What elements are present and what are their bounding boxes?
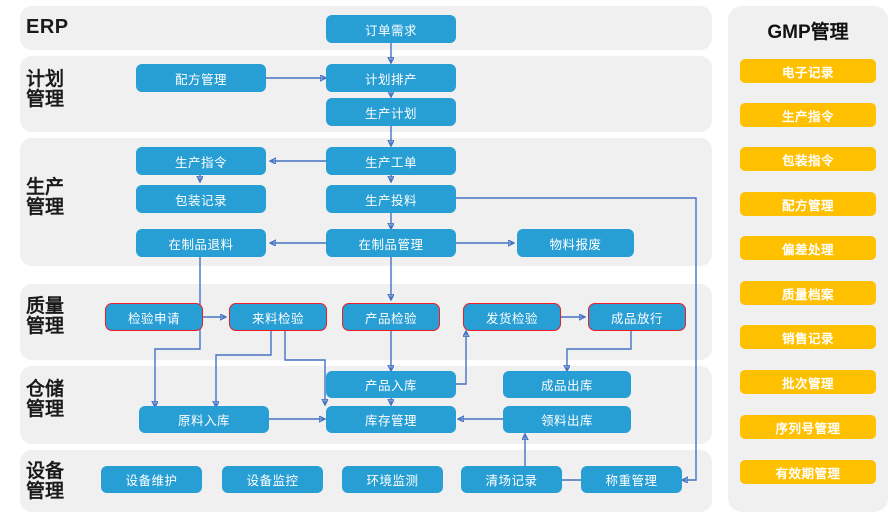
section-label-warehouse: 仓储 管理 [26, 379, 65, 420]
node-env-monitor[interactable]: 环境监测 [342, 466, 443, 493]
section-label-equipment: 设备 管理 [26, 461, 65, 502]
node-packaging-record[interactable]: 包装记录 [136, 185, 266, 213]
node-finished-outbound[interactable]: 成品出库 [503, 371, 631, 398]
node-inventory-mgmt[interactable]: 库存管理 [326, 406, 456, 433]
section-label-quality: 质量 管理 [26, 296, 65, 337]
section-label-production: 生产 管理 [26, 177, 65, 218]
node-shipping-inspect[interactable]: 发货检验 [463, 303, 561, 331]
gmp-item-batch-mgmt[interactable]: 批次管理 [740, 370, 876, 394]
gmp-item-sales-record[interactable]: 销售记录 [740, 325, 876, 349]
node-material-inbound[interactable]: 原料入库 [139, 406, 269, 433]
node-clearance-record[interactable]: 清场记录 [461, 466, 562, 493]
node-incoming-inspect[interactable]: 来料检验 [229, 303, 327, 331]
gmp-item-production-order[interactable]: 生产指令 [740, 103, 876, 127]
node-plan-scheduling[interactable]: 计划排产 [326, 64, 456, 92]
node-inspect-request[interactable]: 检验申请 [105, 303, 203, 331]
gmp-item-recipe-mgmt[interactable]: 配方管理 [740, 192, 876, 216]
node-product-inspect[interactable]: 产品检验 [342, 303, 440, 331]
node-material-feeding[interactable]: 生产投料 [326, 185, 456, 213]
gmp-panel-title: GMP管理 [767, 22, 849, 43]
section-label-erp: ERP [26, 16, 69, 38]
node-picking-outbound[interactable]: 领料出库 [503, 406, 631, 433]
node-recipe-mgmt[interactable]: 配方管理 [136, 64, 266, 92]
section-label-plan: 计划 管理 [26, 69, 65, 110]
gmp-item-packaging-order[interactable]: 包装指令 [740, 147, 876, 171]
gmp-item-expiry-mgmt[interactable]: 有效期管理 [740, 460, 876, 484]
node-wip-return[interactable]: 在制品退料 [136, 229, 266, 257]
node-material-scrap[interactable]: 物料报废 [517, 229, 634, 257]
node-equip-maintain[interactable]: 设备维护 [101, 466, 202, 493]
gmp-item-quality-file[interactable]: 质量档案 [740, 281, 876, 305]
node-order-demand[interactable]: 订单需求 [326, 15, 456, 43]
node-product-inbound[interactable]: 产品入库 [326, 371, 456, 398]
node-equip-monitor[interactable]: 设备监控 [222, 466, 323, 493]
node-production-plan[interactable]: 生产计划 [326, 98, 456, 126]
gmp-item-electronic-record[interactable]: 电子记录 [740, 59, 876, 83]
node-wip-mgmt[interactable]: 在制品管理 [326, 229, 456, 257]
node-production-order[interactable]: 生产指令 [136, 147, 266, 175]
node-finished-release[interactable]: 成品放行 [588, 303, 686, 331]
node-weighing-mgmt[interactable]: 称重管理 [581, 466, 682, 493]
node-work-order[interactable]: 生产工单 [326, 147, 456, 175]
gmp-item-serial-mgmt[interactable]: 序列号管理 [740, 415, 876, 439]
gmp-item-deviation[interactable]: 偏差处理 [740, 236, 876, 260]
